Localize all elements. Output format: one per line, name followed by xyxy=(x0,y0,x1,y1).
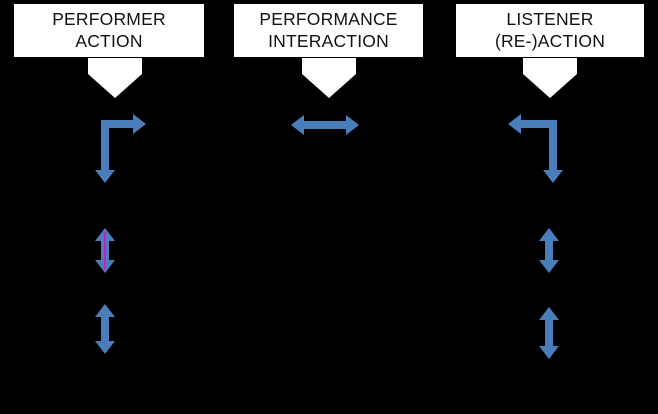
header-box-performance-line1: PERFORMANCE xyxy=(259,9,398,30)
header-box-listener-line2: (RE-)ACTION xyxy=(494,30,606,51)
header-box-performance: PERFORMANCE INTERACTION xyxy=(233,3,424,58)
header-box-performer: PERFORMER ACTION xyxy=(13,3,205,58)
magenta-accent-line xyxy=(104,232,106,270)
header-box-listener: LISTENER (RE-)ACTION xyxy=(455,3,645,58)
header-box-listener-line1: LISTENER xyxy=(506,9,594,30)
header-box-performer-line2: ACTION xyxy=(75,30,143,51)
header-box-performer-line1: PERFORMER xyxy=(52,9,166,30)
header-box-performance-line2: INTERACTION xyxy=(268,30,389,51)
